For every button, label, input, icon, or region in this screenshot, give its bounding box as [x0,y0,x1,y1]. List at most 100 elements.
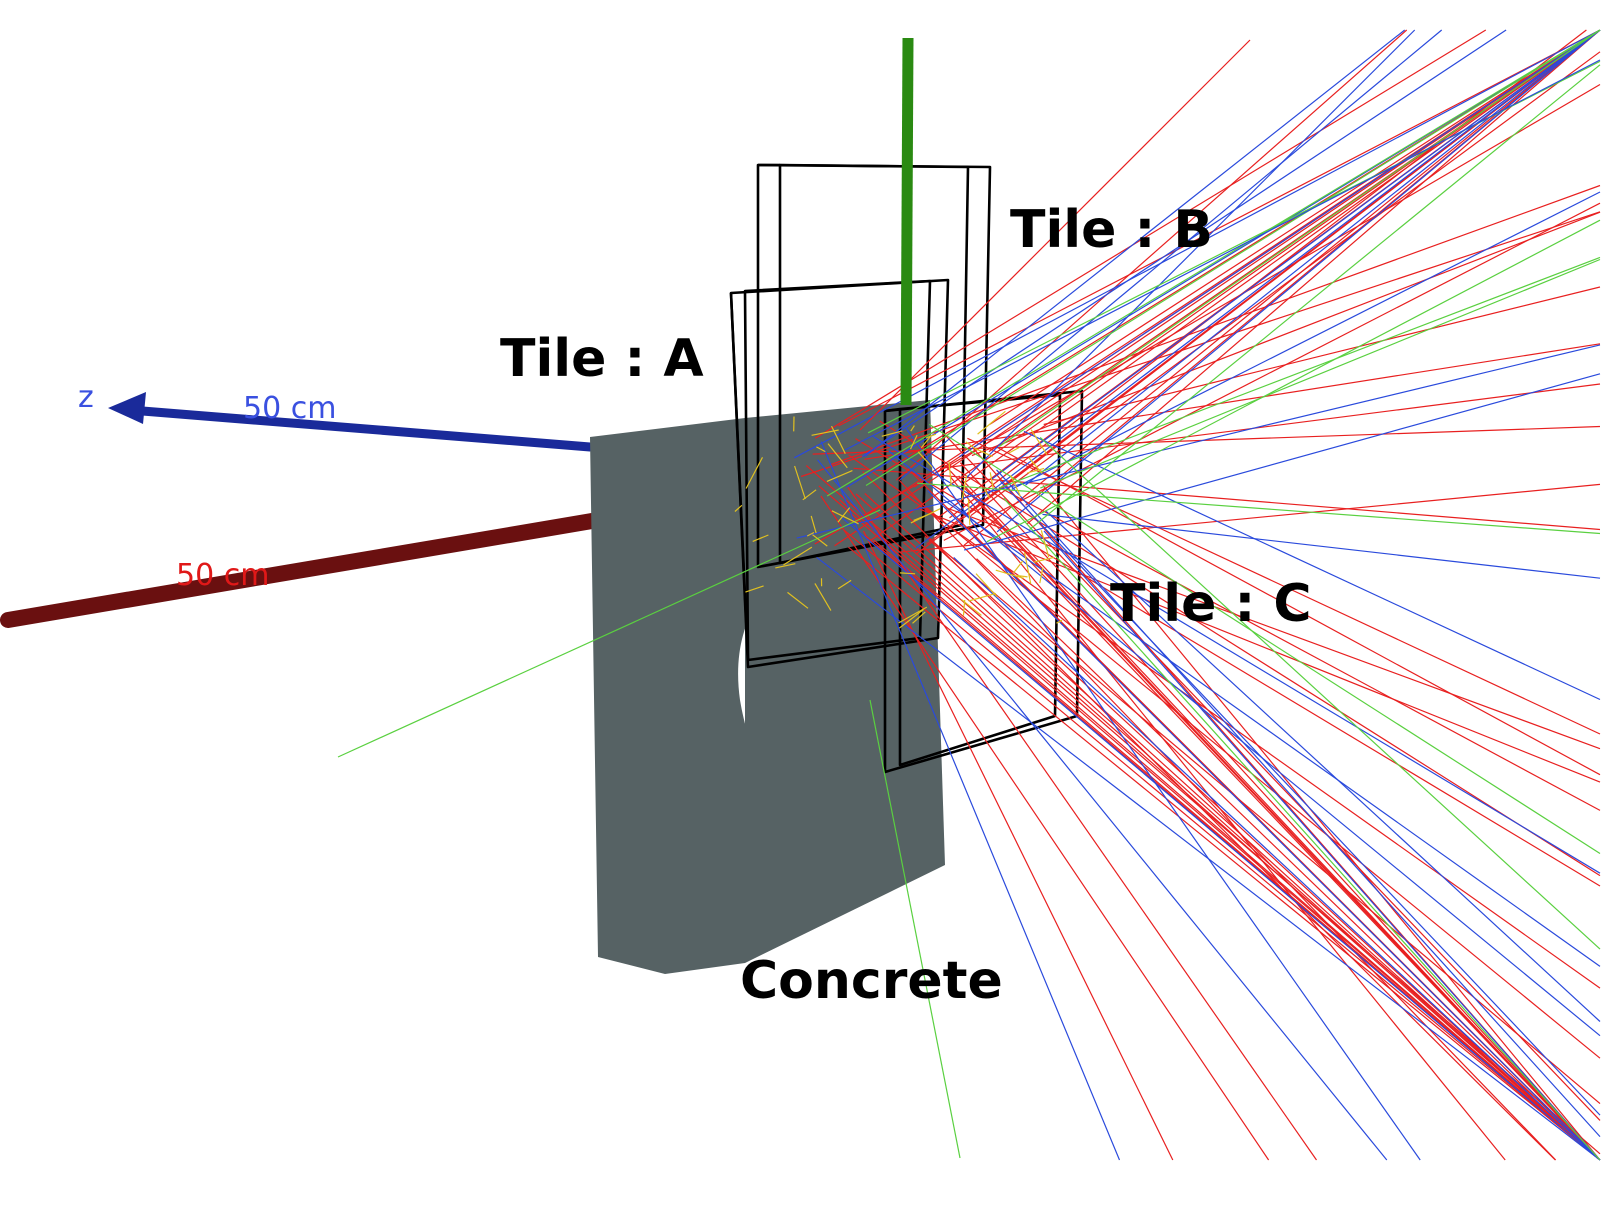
hit-mark [1056,619,1063,624]
axes [0,392,653,628]
hit-mark [899,572,916,575]
hit-mark [910,425,915,432]
hit-mark [912,611,926,624]
hit-mark [881,430,903,437]
tile-b-label: Tile : B [1010,200,1213,260]
red-track [928,538,1601,1105]
green-track [928,423,1601,855]
hit-mark [1027,467,1045,474]
hit-mark [752,534,769,542]
red-track [859,39,1251,431]
hit-mark [1030,429,1048,456]
hit-mark [816,446,826,453]
hit-mark [810,515,817,534]
z-axis [125,405,595,452]
red-track [976,558,1601,1161]
blue-track [927,490,1601,1161]
hit-mark [1008,446,1021,454]
blue-track [1043,530,1601,1161]
blue-track [966,29,1416,479]
blue-track [943,499,1601,967]
red-track [939,383,1601,469]
red-track [996,446,1601,776]
hit-mark [1028,457,1043,474]
red-track [967,437,1601,735]
green-track [1040,258,1601,489]
hit-mark [948,461,952,486]
concrete-front-face [590,418,851,974]
z-axis-arrowhead-icon [108,392,146,424]
hit-mark [995,569,1024,579]
green-track [1039,436,1601,950]
tile-a-label: Tile : A [500,329,704,389]
blue-track [844,59,1601,451]
y-axis [900,37,914,406]
blue-track [1023,430,1601,701]
red-track [820,495,1270,1161]
x-axis [0,504,653,628]
hit-mark [909,434,918,450]
blue-track [905,427,1421,1161]
red-track [949,475,1506,1161]
green-track [998,29,1601,447]
blue-track [1025,29,1601,486]
red-track [989,519,1601,1161]
blue-track [1011,191,1601,490]
hit-mark [1040,530,1050,558]
blue-track [817,459,1388,1161]
blue-track [999,480,1601,1116]
blue-track [888,450,1601,1037]
red-track [959,462,1601,1161]
hit-mark [1016,574,1028,578]
blue-track [953,556,1601,1161]
hit-mark [806,531,815,537]
red-track [898,479,1557,1161]
hit-mark [977,410,1006,435]
blue-track [794,29,1601,459]
tile-a-frame [729,278,950,669]
green-track [999,256,1601,489]
hit-mark [794,465,806,500]
hit-mark [775,563,796,569]
hit-mark [783,546,813,566]
hit-mark [983,488,991,499]
red-track [864,343,1601,460]
hit-mark [965,441,978,451]
blue-track [996,29,1601,533]
hit-mark [961,475,968,500]
concrete-label: Concrete [740,951,1003,1011]
hit-mark [920,434,932,449]
red-track [814,29,1487,439]
particle-tracks [337,29,1601,1161]
hit-mark [837,507,851,523]
red-track [1026,29,1601,525]
blue-track [796,344,1601,539]
blue-track [964,373,1601,551]
hit-mark [898,606,928,624]
hit-mark [812,534,828,547]
hit-mark [745,585,764,593]
red-track [864,492,1601,1161]
hit-mark [837,579,852,590]
hit-mark [814,583,832,611]
red-track [1043,286,1601,426]
hit-mark [968,592,997,602]
hit-mark [1033,556,1055,563]
red-track [839,499,1601,1161]
green-track [1003,497,1601,1161]
concrete-right-face [745,400,945,963]
hit-mark [975,573,998,598]
blue-track [872,435,1601,874]
blue-track [996,469,1601,1138]
hit-mark [898,609,924,629]
red-track [970,51,1601,517]
blue-track [864,29,1406,457]
red-track [998,486,1601,811]
z-axis-scale-label: 50 cm [243,391,336,426]
hit-mark [910,508,941,524]
hit-mark [811,429,839,436]
red-track [870,29,1601,541]
red-track [812,425,1601,455]
green-track [337,509,881,758]
